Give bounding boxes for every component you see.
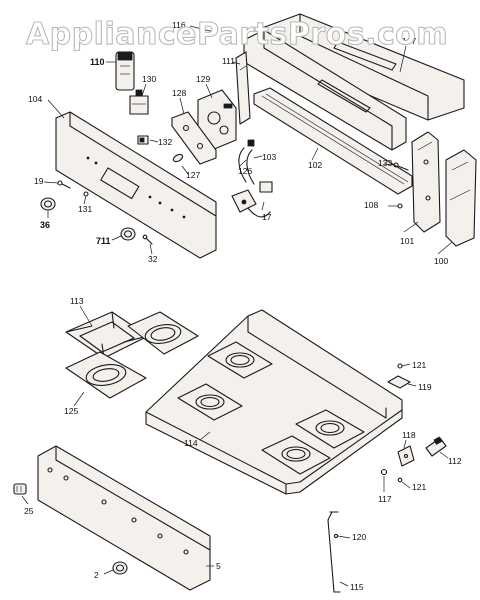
support-rod [327, 511, 341, 593]
knob-36 [40, 197, 56, 211]
callout-126: 126 [238, 166, 252, 176]
hinge-bracket-119 [387, 375, 411, 389]
callout-115: 115 [350, 582, 364, 592]
part-25 [13, 483, 27, 495]
callout-133: 133 [378, 158, 392, 168]
callout-36: 36 [40, 220, 50, 230]
callout-121-upper: 121 [412, 360, 426, 370]
callout-5: 5 [216, 561, 221, 571]
callout-125: 125 [64, 406, 78, 416]
callout-108: 108 [364, 200, 378, 210]
manifold-panel [37, 445, 211, 591]
callout-114: 114 [184, 438, 198, 448]
callout-132: 132 [158, 137, 172, 147]
latch-112 [425, 436, 447, 457]
screw-117 [380, 468, 388, 476]
clock-timer [197, 89, 237, 151]
terminal-block [115, 51, 135, 91]
callout-121-lower: 121 [412, 482, 426, 492]
callout-100: 100 [434, 256, 448, 266]
ignitor-module [231, 181, 273, 218]
callout-102: 102 [308, 160, 322, 170]
control-trim-bar [253, 87, 413, 195]
screw-121a [397, 363, 403, 369]
screw-121b [397, 477, 403, 483]
callout-17: 17 [262, 212, 272, 222]
watermark-text: AppliancePartsPros.com [26, 17, 448, 52]
knob-711 [120, 227, 136, 241]
callout-127: 127 [186, 170, 200, 180]
callout-101: 101 [400, 236, 414, 246]
callout-119: 119 [418, 382, 432, 392]
callout-2: 2 [94, 570, 99, 580]
callout-103: 103 [262, 152, 276, 162]
callout-112: 112 [448, 456, 462, 466]
burner-grate [65, 311, 149, 359]
callout-104: 104 [28, 94, 42, 104]
callout-117: 117 [378, 494, 392, 504]
callout-110: 110 [90, 57, 105, 67]
callout-111: 111 [222, 56, 235, 66]
leader-lines [21, 25, 453, 587]
side-bracket-far-right [445, 149, 477, 247]
switch [129, 89, 149, 115]
callout-25: 25 [24, 506, 34, 516]
burner-drip-pan [65, 351, 147, 399]
clock-face-plate [171, 111, 217, 165]
callout-120: 120 [352, 532, 366, 542]
callout-118: 118 [402, 430, 416, 440]
callout-107: 107 [402, 36, 416, 46]
callout-113: 113 [70, 296, 84, 306]
wire-harness [238, 139, 255, 185]
screw-108 [397, 203, 403, 209]
side-bracket-right [411, 131, 441, 233]
callout-711: 711 [96, 236, 111, 246]
callout-labels: 110 116 104 107 130 129 128 111 132 127 … [24, 20, 462, 592]
callout-32: 32 [148, 254, 158, 264]
callout-128: 128 [172, 88, 186, 98]
callout-131: 131 [78, 204, 92, 214]
main-cooktop [145, 309, 403, 495]
bracket-118 [397, 445, 415, 467]
lamp [172, 153, 184, 163]
burner-drip-pan-rear [127, 311, 199, 355]
callout-130: 130 [142, 74, 156, 84]
end-cap-left [235, 51, 251, 125]
screw-131 [83, 191, 89, 197]
screw-19 [57, 180, 71, 189]
callout-129: 129 [196, 74, 210, 84]
callout-116: 116 [172, 20, 186, 30]
knob-2 [112, 561, 128, 575]
screw-32 [142, 234, 153, 245]
small-switch [137, 135, 149, 145]
callout-19: 19 [34, 176, 44, 186]
control-panel [55, 111, 217, 259]
